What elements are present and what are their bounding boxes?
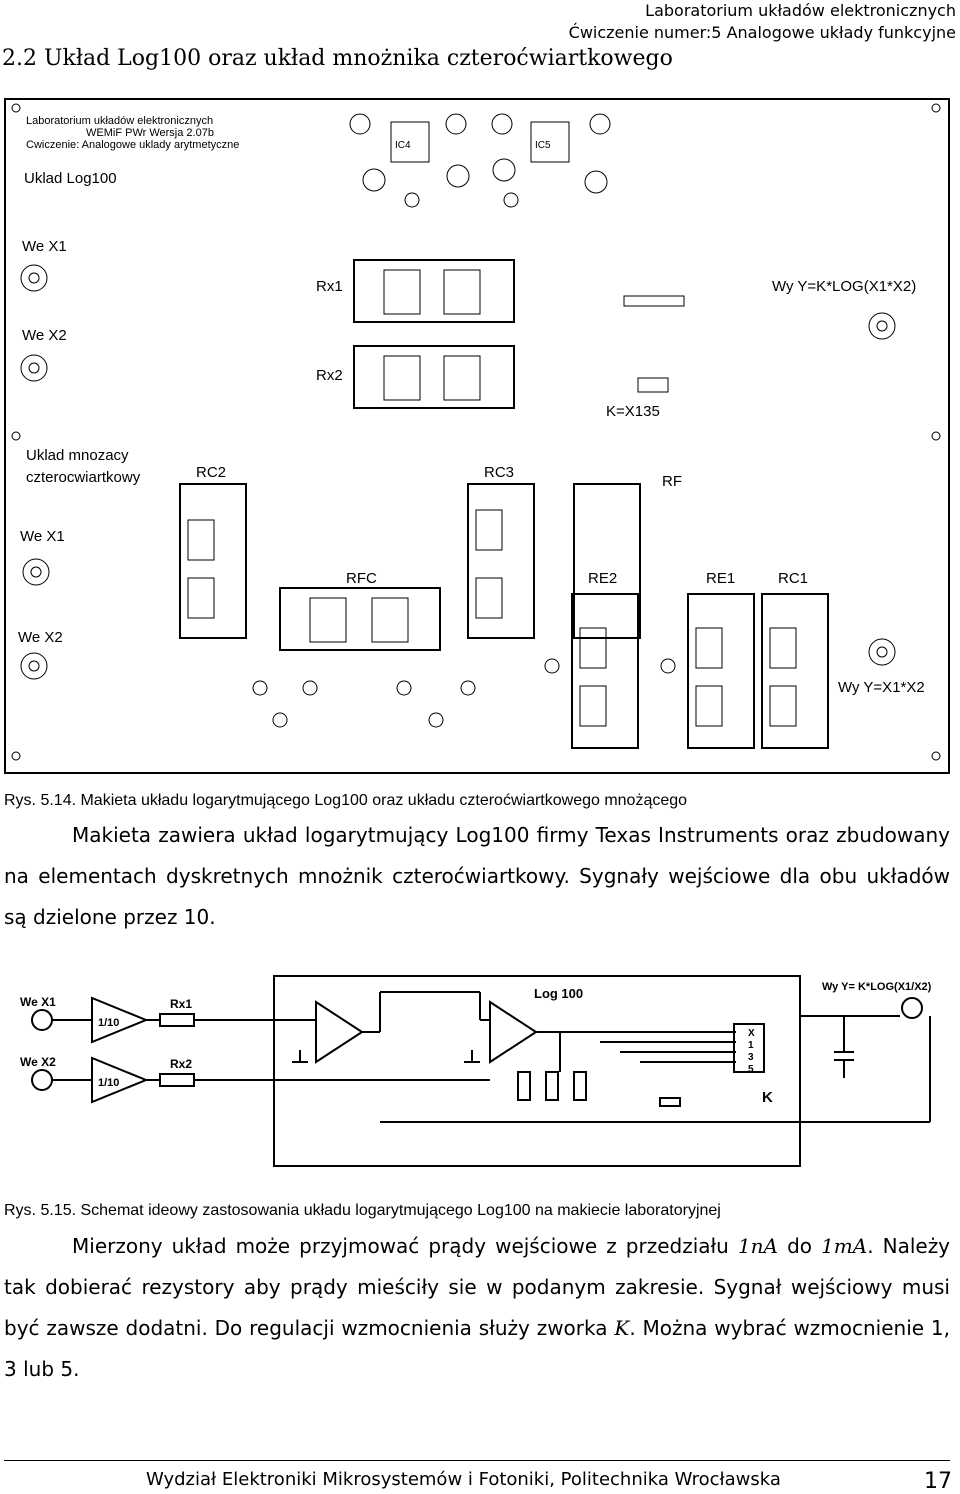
paragraph-2: Mierzony układ może przyjmować prądy wej… bbox=[4, 1226, 950, 1390]
board-rfc: RFC bbox=[346, 570, 377, 587]
sch-we-x2: We X2 bbox=[20, 1055, 56, 1069]
board-figure: Laboratorium układów elektronicznych WEM… bbox=[4, 98, 950, 774]
board-we-x2-bottom: We X2 bbox=[18, 629, 63, 646]
board-drawing: Laboratorium układów elektronicznych WEM… bbox=[11, 103, 941, 761]
board-wy-log: Wy Y=K*LOG(X1*X2) bbox=[772, 278, 916, 295]
board-ic5: IC5 bbox=[535, 140, 551, 151]
paragraph-2-part1: Mierzony układ może przyjmować prądy wej… bbox=[72, 1234, 729, 1258]
sch-rx2: Rx2 bbox=[170, 1057, 192, 1071]
board-re1: RE1 bbox=[706, 570, 735, 587]
board-we-x2-top: We X2 bbox=[22, 327, 67, 344]
range-max: 1mA bbox=[821, 1234, 868, 1258]
board-version: WEMiF PWr Wersja 2.07b bbox=[86, 127, 214, 139]
board-log-title: Uklad Log100 bbox=[24, 170, 117, 187]
section-title: 2.2 Układ Log100 oraz układ mnożnika czt… bbox=[2, 46, 673, 71]
sch-k-option-x: X bbox=[748, 1028, 755, 1039]
paragraph-2-part2: . Należy tak dobierać rezystory aby prąd… bbox=[4, 1234, 951, 1340]
board-rf: RF bbox=[662, 473, 682, 490]
board-mult-title-1: Uklad mnozacy bbox=[26, 447, 129, 464]
caption-figure-5-15: Rys. 5.15. Schemat ideowy zastosowania u… bbox=[4, 1202, 721, 1219]
board-re2: RE2 bbox=[588, 570, 617, 587]
board-mult-title-2: czterocwiartkowy bbox=[26, 469, 141, 486]
page-header: Laboratorium układów elektronicznych Ćwi… bbox=[569, 0, 956, 44]
sch-output: Wy Y= K*LOG(X1/X2) bbox=[822, 981, 932, 993]
paragraph-1: Makieta zawiera układ logarytmujący Log1… bbox=[4, 823, 950, 929]
board-rx2: Rx2 bbox=[316, 367, 343, 384]
range-to: do bbox=[787, 1234, 812, 1258]
board-wy-mult: Wy Y=X1*X2 bbox=[838, 679, 925, 696]
paragraph-2-part3: . Można wybrać wzmocnienie 1, 3 lub 5. bbox=[4, 1316, 950, 1381]
range-min: 1nA bbox=[737, 1234, 778, 1258]
sch-log-title: Log 100 bbox=[534, 986, 583, 1001]
header-exercise: Ćwiczenie numer:5 Analogowe układy funkc… bbox=[568, 23, 956, 42]
footer-divider bbox=[4, 1460, 950, 1461]
board-rx1: Rx1 bbox=[316, 278, 343, 295]
sch-k-option-5: 5 bbox=[748, 1064, 754, 1075]
header-lab: Laboratorium układów elektronicznych bbox=[645, 1, 956, 20]
sch-k-label: K bbox=[762, 1089, 773, 1106]
sch-div1: 1/10 bbox=[98, 1017, 119, 1029]
sch-k-option-1: 1 bbox=[748, 1040, 754, 1051]
board-ic4: IC4 bbox=[395, 140, 411, 151]
board-we-x1-bottom: We X1 bbox=[20, 528, 65, 545]
sch-rx1: Rx1 bbox=[170, 997, 192, 1011]
sch-k-option-3: 3 bbox=[748, 1052, 754, 1063]
board-k-label: K=X135 bbox=[606, 403, 660, 420]
sch-div2: 1/10 bbox=[98, 1077, 119, 1089]
schematic-figure: We X1 We X2 Rx1 Rx2 1/10 1/10 Log 100 Wy… bbox=[20, 975, 932, 1167]
jumper-k: K bbox=[614, 1316, 630, 1340]
board-exercise: Cwiczenie: Analogowe uklady arytmetyczne bbox=[26, 139, 239, 151]
board-lab-name: Laboratorium układów elektronicznych bbox=[26, 115, 213, 127]
board-rc1: RC1 bbox=[778, 570, 808, 587]
caption-figure-5-14: Rys. 5.14. Makieta układu logarytmująceg… bbox=[4, 792, 688, 809]
page-number: 17 bbox=[924, 1469, 952, 1494]
board-rc2: RC2 bbox=[196, 464, 226, 481]
page-footer: Wydział Elektroniki Mikrosystemów i Foto… bbox=[146, 1469, 781, 1490]
board-rc3: RC3 bbox=[484, 464, 514, 481]
board-we-x1-top: We X1 bbox=[22, 238, 67, 255]
sch-we-x1: We X1 bbox=[20, 995, 56, 1009]
